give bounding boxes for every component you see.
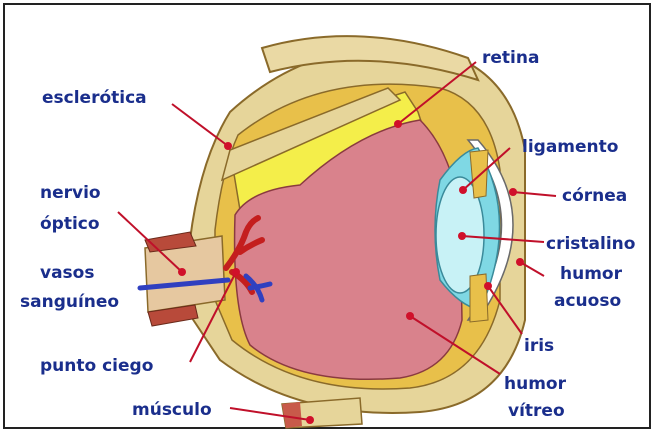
- label-iris: iris: [524, 336, 554, 356]
- label-cristalino: cristalino: [546, 234, 635, 254]
- label-vasos-line2: sanguíneo: [20, 292, 119, 312]
- label-humor-vitreo-line2: vítreo: [508, 401, 565, 421]
- eye-illustration: [140, 36, 525, 428]
- label-ligamento: ligamento: [522, 137, 618, 157]
- label-nervio-optico-line2: óptico: [40, 214, 100, 234]
- iris-bottom: [470, 274, 488, 322]
- label-punto-ciego: punto ciego: [40, 356, 153, 376]
- label-nervio-optico-line1: nervio: [40, 183, 101, 203]
- label-humor-vitreo-line1: humor: [504, 374, 567, 394]
- label-humor-acuoso-line2: acuoso: [554, 291, 621, 311]
- label-humor-acuoso-line1: humor: [560, 264, 623, 284]
- label-retina: retina: [482, 48, 539, 68]
- label-cornea: córnea: [562, 186, 627, 206]
- label-vasos-line1: vasos: [40, 263, 94, 283]
- label-musculo: músculo: [132, 400, 212, 420]
- label-esclerotica: esclerótica: [42, 88, 147, 108]
